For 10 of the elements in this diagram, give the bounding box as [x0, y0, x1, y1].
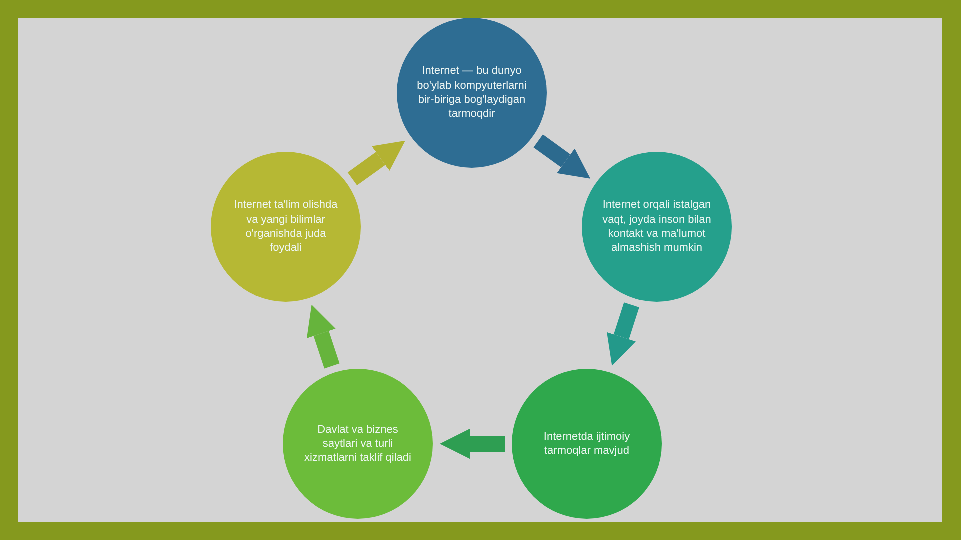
block-arrow [440, 428, 505, 460]
circle-text: Davlat va biznes saytlari va turli xizmatlarni taklif qiladi [304, 422, 412, 466]
circle-text: Internet — bu dunyo bo'ylab kompyuterlarni bir-biriga bog'laydigan tarmoqdir [416, 64, 528, 122]
circle-text: Internet orqali istalgan vaqt, joyda inson bilan kontakt va ma'lumot almashish mumkin [602, 198, 712, 256]
circle-text: Internet ta'lim olishda va yangi bilimlar o'rganishda juda foydali [233, 198, 339, 256]
block-arrow [534, 134, 591, 179]
block-arrow [607, 302, 640, 366]
block-arrow [306, 304, 340, 369]
block-arrow [348, 140, 406, 186]
circle-text: Internetda ijtimoiy tarmoqlar mavjud [542, 430, 632, 458]
